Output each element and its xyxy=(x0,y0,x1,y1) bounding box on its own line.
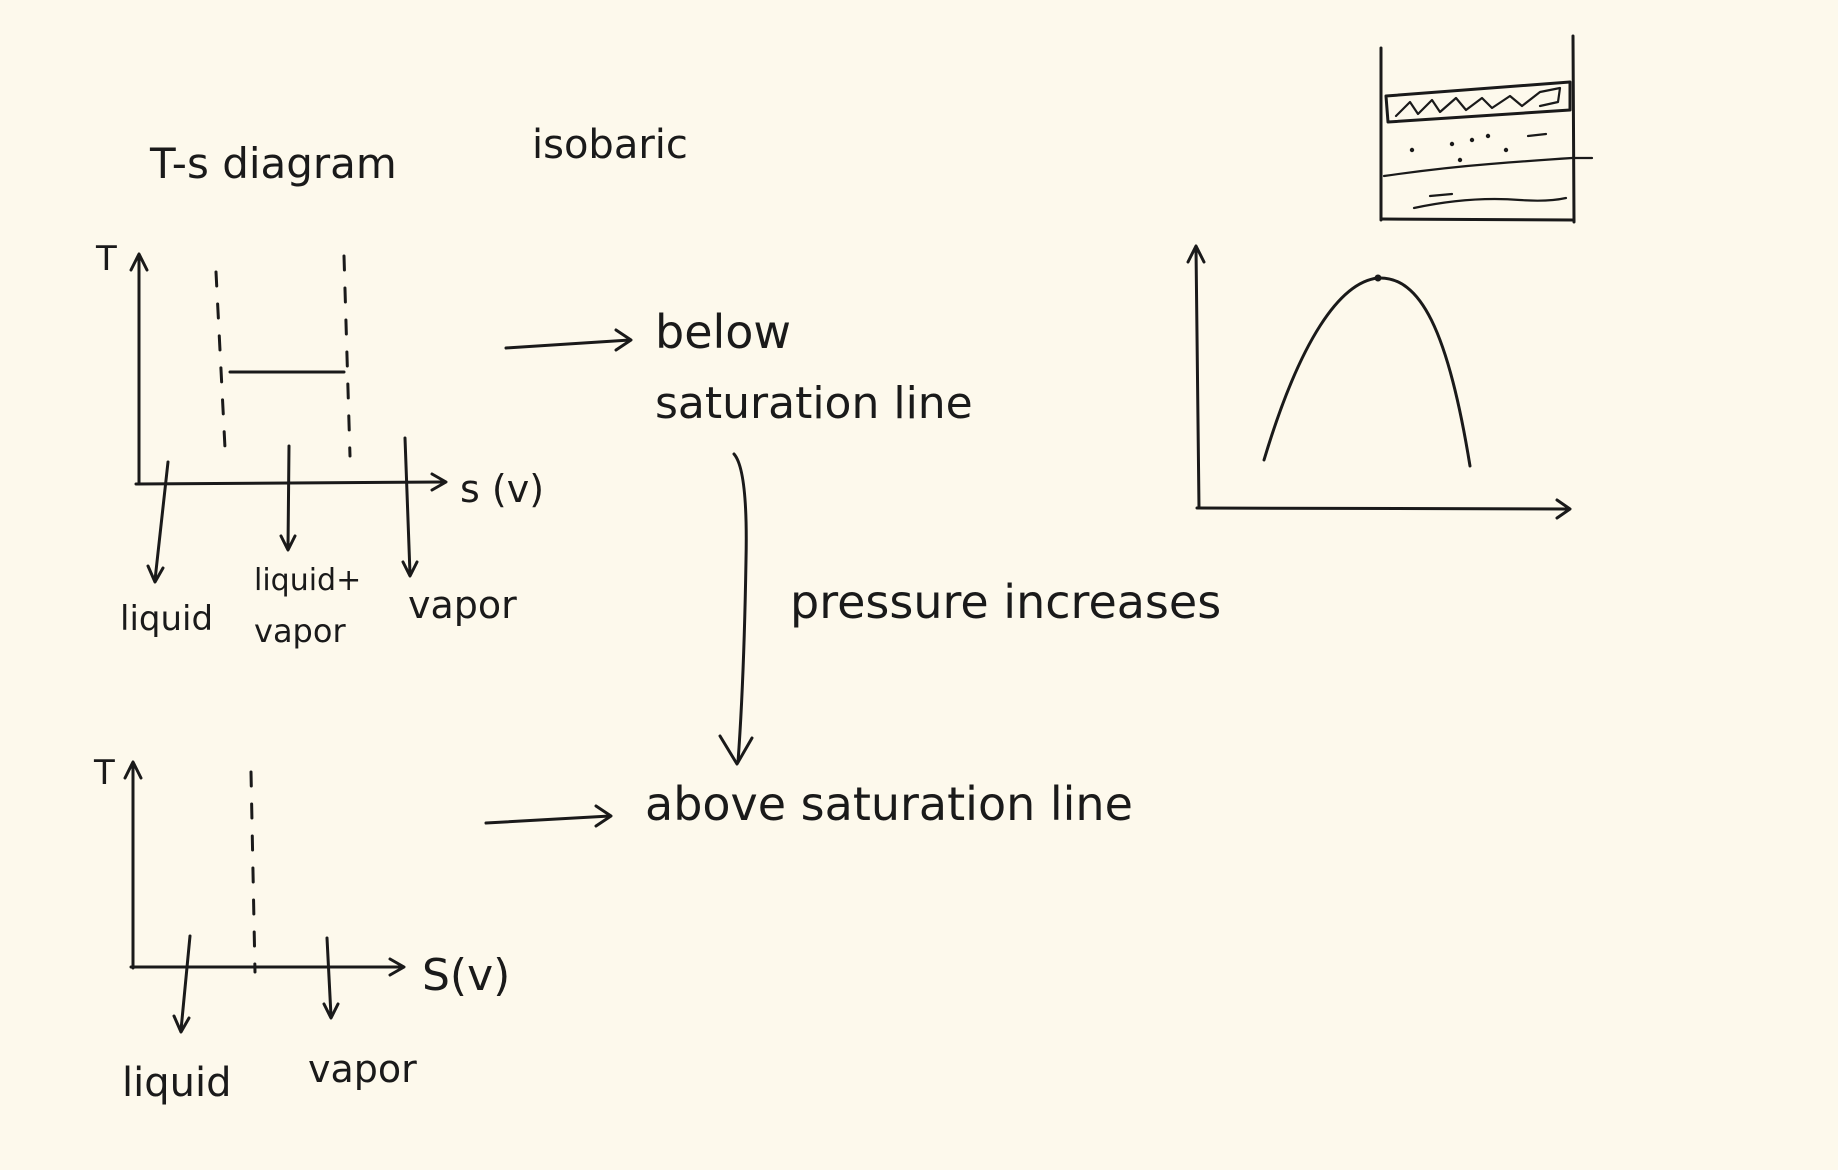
top-region-liquid: liquid xyxy=(120,599,213,639)
top-saturated-vapor-boundary xyxy=(342,254,352,458)
top-vapor-pointer xyxy=(403,436,412,576)
pressure-transition: pressure increases xyxy=(718,452,1221,766)
heading-subtitle: isobaric xyxy=(532,122,688,168)
vapor-mark xyxy=(1526,132,1548,138)
dome-y-axis-arrowhead xyxy=(1186,244,1206,264)
liquid-wave-line xyxy=(1412,196,1568,210)
top-y-axis-label: T xyxy=(95,239,117,279)
top-region-vapor: vapor xyxy=(408,583,517,627)
dome-x-axis-arrowhead xyxy=(1555,498,1572,520)
vapor-dot xyxy=(1449,141,1455,147)
top-x-axis-label: s (v) xyxy=(460,467,544,511)
bottom-y-axis-label: T xyxy=(93,753,115,793)
top-y-axis-arrowhead xyxy=(129,252,149,272)
top-mixture-pointer-head xyxy=(279,534,297,552)
bottom-vapor-pointer-head xyxy=(322,1002,340,1020)
dome-y-axis xyxy=(1194,246,1201,510)
liquid-mark xyxy=(1428,192,1454,198)
piston-hatching xyxy=(1394,86,1562,118)
top-liquid-pointer-head xyxy=(146,564,165,584)
vapor-dot xyxy=(1457,157,1463,163)
above-saturation-line-text: above saturation line xyxy=(645,777,1133,831)
piston-cylinder-sketch xyxy=(1379,34,1594,224)
pressure-increase-arrowhead xyxy=(718,734,754,766)
critical-point xyxy=(1374,274,1382,282)
liquid-surface-line xyxy=(1382,156,1594,178)
vapor-dot xyxy=(1469,137,1475,143)
cylinder-right-wall xyxy=(1571,34,1576,224)
top-vapor-pointer-head xyxy=(401,560,419,578)
heading-title: T-s diagram xyxy=(149,139,397,188)
bottom-region-vapor: vapor xyxy=(308,1047,417,1091)
bottom-liquid-pointer xyxy=(179,934,192,1032)
vapor-dot xyxy=(1409,147,1415,153)
pressure-increases-label: pressure increases xyxy=(790,575,1221,629)
pressure-increase-arrow xyxy=(732,452,748,764)
top-mixture-pointer xyxy=(286,444,291,550)
bottom-result-arrow xyxy=(484,814,612,825)
bottom-y-axis-arrowhead xyxy=(123,760,143,780)
bottom-critical-boundary xyxy=(249,770,257,974)
top-result-arrow xyxy=(504,338,632,350)
saturation-dome-sketch xyxy=(1186,244,1572,520)
below-text: below xyxy=(655,305,791,359)
vapor-dot xyxy=(1485,133,1491,139)
top-liquid-pointer xyxy=(153,460,170,582)
bottom-x-axis-label: S(v) xyxy=(422,950,510,1001)
top-ts-diagram: T s (v) liquid liquid+ vapor vapor xyxy=(95,239,544,650)
bottom-x-axis-arrowhead xyxy=(388,957,406,977)
top-region-liquid-vapor-line2: vapor xyxy=(254,612,346,650)
saturation-dome-curve xyxy=(1262,276,1472,468)
bottom-region-liquid: liquid xyxy=(122,1060,231,1106)
cylinder-bottom xyxy=(1379,217,1576,222)
vapor-dot xyxy=(1503,147,1509,153)
top-result-arrowhead xyxy=(614,328,633,352)
bottom-vapor-pointer xyxy=(325,936,333,1018)
bottom-ts-diagram: T S(v) liquid vapor xyxy=(93,753,510,1106)
top-x-axis-arrowhead xyxy=(430,472,448,492)
dome-x-axis xyxy=(1195,506,1570,511)
top-saturated-liquid-boundary xyxy=(214,270,227,450)
bottom-result-arrowhead xyxy=(594,804,613,828)
saturation-line-text: saturation line xyxy=(655,378,973,429)
piston-block xyxy=(1384,80,1572,124)
top-region-liquid-vapor-line1: liquid+ xyxy=(254,563,361,598)
bottom-liquid-pointer-head xyxy=(172,1014,191,1034)
